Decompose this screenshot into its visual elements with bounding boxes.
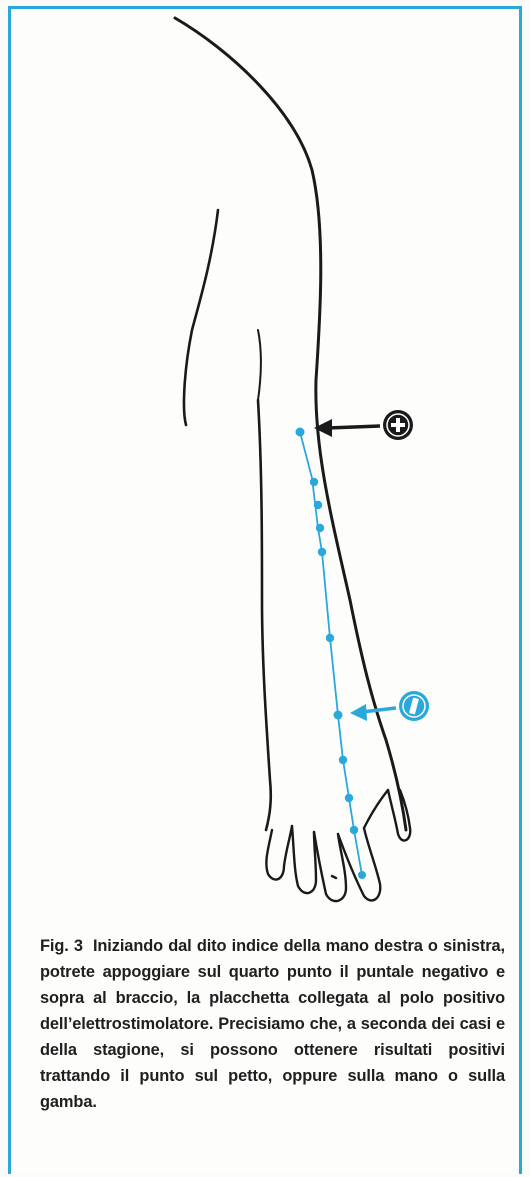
figure-label: Fig. 3 — [40, 937, 83, 955]
acupuncture-point — [316, 524, 324, 532]
arm-inner-contour-upper — [184, 210, 218, 425]
acupuncture-point — [314, 501, 322, 509]
acupuncture-point — [326, 634, 334, 642]
arm-illustration — [0, 0, 530, 930]
acupuncture-point — [350, 826, 358, 834]
acupuncture-point — [358, 871, 366, 879]
positive-electrode-arrow — [314, 419, 380, 437]
caption-text: Iniziando dal dito indice della mano des… — [40, 937, 505, 1111]
acupuncture-point — [339, 756, 347, 764]
acupuncture-point — [296, 428, 305, 437]
acupuncture-point — [310, 478, 318, 486]
minus-circle-icon — [399, 691, 429, 721]
acupuncture-point — [345, 794, 353, 802]
arm-inner-contour-forearm — [258, 400, 271, 830]
negative-electrode-arrow — [350, 704, 396, 721]
acupuncture-point — [318, 548, 326, 556]
acupuncture-meridian-line — [300, 432, 362, 875]
arm-outer-contour — [175, 18, 406, 830]
acupuncture-point — [334, 711, 343, 720]
elbow-crease — [258, 330, 261, 400]
plus-circle-icon — [383, 410, 413, 440]
hand-fingers — [266, 790, 410, 901]
